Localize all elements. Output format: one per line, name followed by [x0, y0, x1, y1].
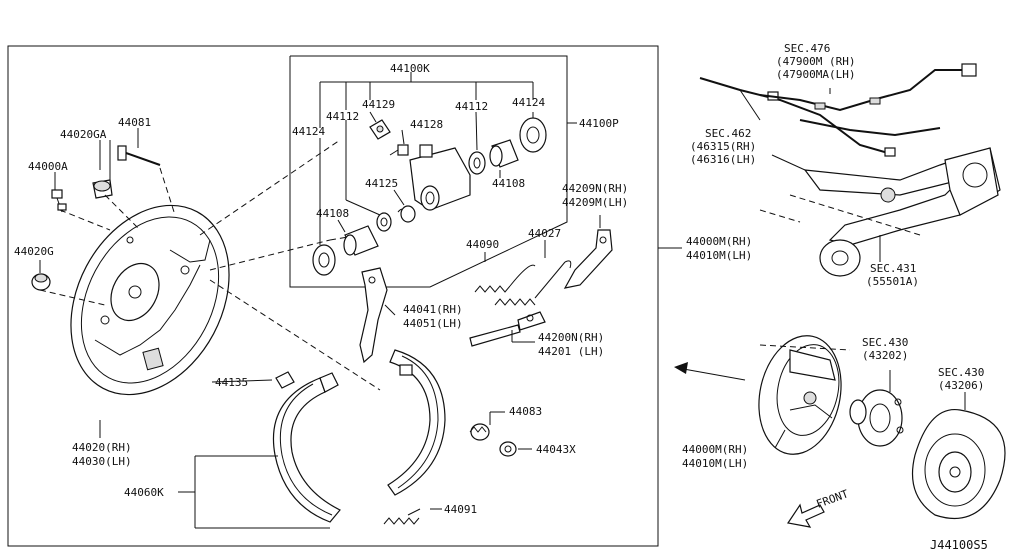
- label-44000A: 44000A: [28, 160, 68, 173]
- wheel-cylinder: [409, 144, 471, 211]
- spring-44091: [383, 517, 420, 525]
- label-44060K: 44060K: [124, 486, 164, 499]
- cup-44112-left: [376, 212, 392, 232]
- label-44030LH: 44030(LH): [72, 455, 132, 468]
- brake-drum-sec430: [911, 408, 1006, 519]
- spring-44027: [494, 260, 572, 306]
- main-frame: [7, 45, 659, 547]
- label-sec430-hub-part: (43202): [862, 349, 908, 362]
- spring-44125: [397, 205, 416, 223]
- label-44051: 44051(LH): [403, 317, 463, 330]
- label-44090: 44090: [466, 238, 499, 251]
- spring-44043X: [499, 441, 517, 457]
- label-44091: 44091: [444, 503, 477, 516]
- label-44041: 44041(RH): [403, 303, 463, 316]
- label-44020GA: 44020GA: [60, 128, 107, 141]
- lever-44209: [563, 229, 613, 289]
- label-44128: 44128: [410, 118, 443, 131]
- label-front: FRONT: [815, 487, 851, 511]
- label-44201: 44201 (LH): [538, 345, 604, 358]
- label-44112-b: 44112: [455, 100, 488, 113]
- brake-assembly-small: [758, 335, 851, 455]
- cup-44083: [469, 423, 490, 441]
- bleeder-44129: [369, 119, 391, 140]
- bolt-44000A: [51, 189, 67, 213]
- label-44043X: 44043X: [536, 443, 576, 456]
- grommet-44020G: [31, 273, 51, 291]
- sensor-cable-sec476: [759, 63, 977, 112]
- label-44020RH: 44020(RH): [72, 441, 132, 454]
- brake-hose-sec462: [699, 77, 941, 157]
- label-44209N: 44209N(RH): [562, 182, 628, 195]
- clip-44135: [275, 371, 295, 389]
- brake-shoe-left: [272, 372, 341, 523]
- label-44010M-2: 44010M(LH): [682, 457, 748, 470]
- label-44108-a: 44108: [316, 207, 349, 220]
- label-sec476-lh: (47900MA(LH): [776, 68, 855, 81]
- label-sec476-rh: (47900M (RH): [776, 55, 855, 68]
- wheel-cylinder-kit-box: [289, 55, 568, 288]
- piston-44108-left: [343, 225, 379, 256]
- label-44124-a: 44124: [292, 125, 325, 138]
- label-44010M: 44010M(LH): [686, 249, 752, 262]
- label-sec430-hub: SEC.430: [862, 336, 908, 349]
- label-44083: 44083: [509, 405, 542, 418]
- label-44000M-2: 44000M(RH): [682, 443, 748, 456]
- label-44020G: 44020G: [14, 245, 54, 258]
- label-44129: 44129: [362, 98, 395, 111]
- label-sec431: SEC.431: [870, 262, 916, 275]
- pin-44081: [117, 145, 161, 166]
- label-44100K: 44100K: [390, 62, 430, 75]
- spring-44090: [474, 264, 536, 293]
- boot-44124-left: [312, 244, 336, 276]
- grommet-44020GA: [92, 179, 113, 199]
- label-44000M: 44000M(RH): [686, 235, 752, 248]
- label-44100P: 44100P: [579, 117, 619, 130]
- label-sec476: SEC.476: [784, 42, 830, 55]
- rear-axle-beam: [759, 147, 1001, 277]
- label-sec462-rh: (46315(RH): [690, 140, 756, 153]
- label-44209M: 44209M(LH): [562, 196, 628, 209]
- label-44027: 44027: [528, 227, 561, 240]
- label-sec430-drum: SEC.430: [938, 366, 984, 379]
- label-sec462: SEC.462: [705, 127, 751, 140]
- label-44200N: 44200N(RH): [538, 331, 604, 344]
- cylinder-cup-44112: [468, 151, 486, 175]
- piston-44108: [489, 139, 519, 168]
- label-44135: 44135: [215, 376, 248, 389]
- label-44081: 44081: [118, 116, 151, 129]
- adjuster-44200: [469, 311, 546, 347]
- label-44124-b: 44124: [512, 96, 545, 109]
- label-44125: 44125: [365, 177, 398, 190]
- brake-shoe-right: [387, 349, 446, 496]
- lever-44041: [359, 267, 388, 364]
- boot-44124: [519, 117, 547, 153]
- label-44108-b: 44108: [492, 177, 525, 190]
- label-44112-a: 44112: [326, 110, 359, 123]
- label-sec431-part: (55501A): [866, 275, 919, 288]
- diagram-id: J44100S5: [930, 538, 988, 552]
- front-arrow: [786, 503, 825, 528]
- label-sec462-lh: (46316(LH): [690, 153, 756, 166]
- backing-plate: [70, 204, 230, 396]
- screw-44128: [389, 144, 409, 156]
- wheel-hub-sec430: [849, 389, 904, 447]
- label-sec430-drum-part: (43206): [938, 379, 984, 392]
